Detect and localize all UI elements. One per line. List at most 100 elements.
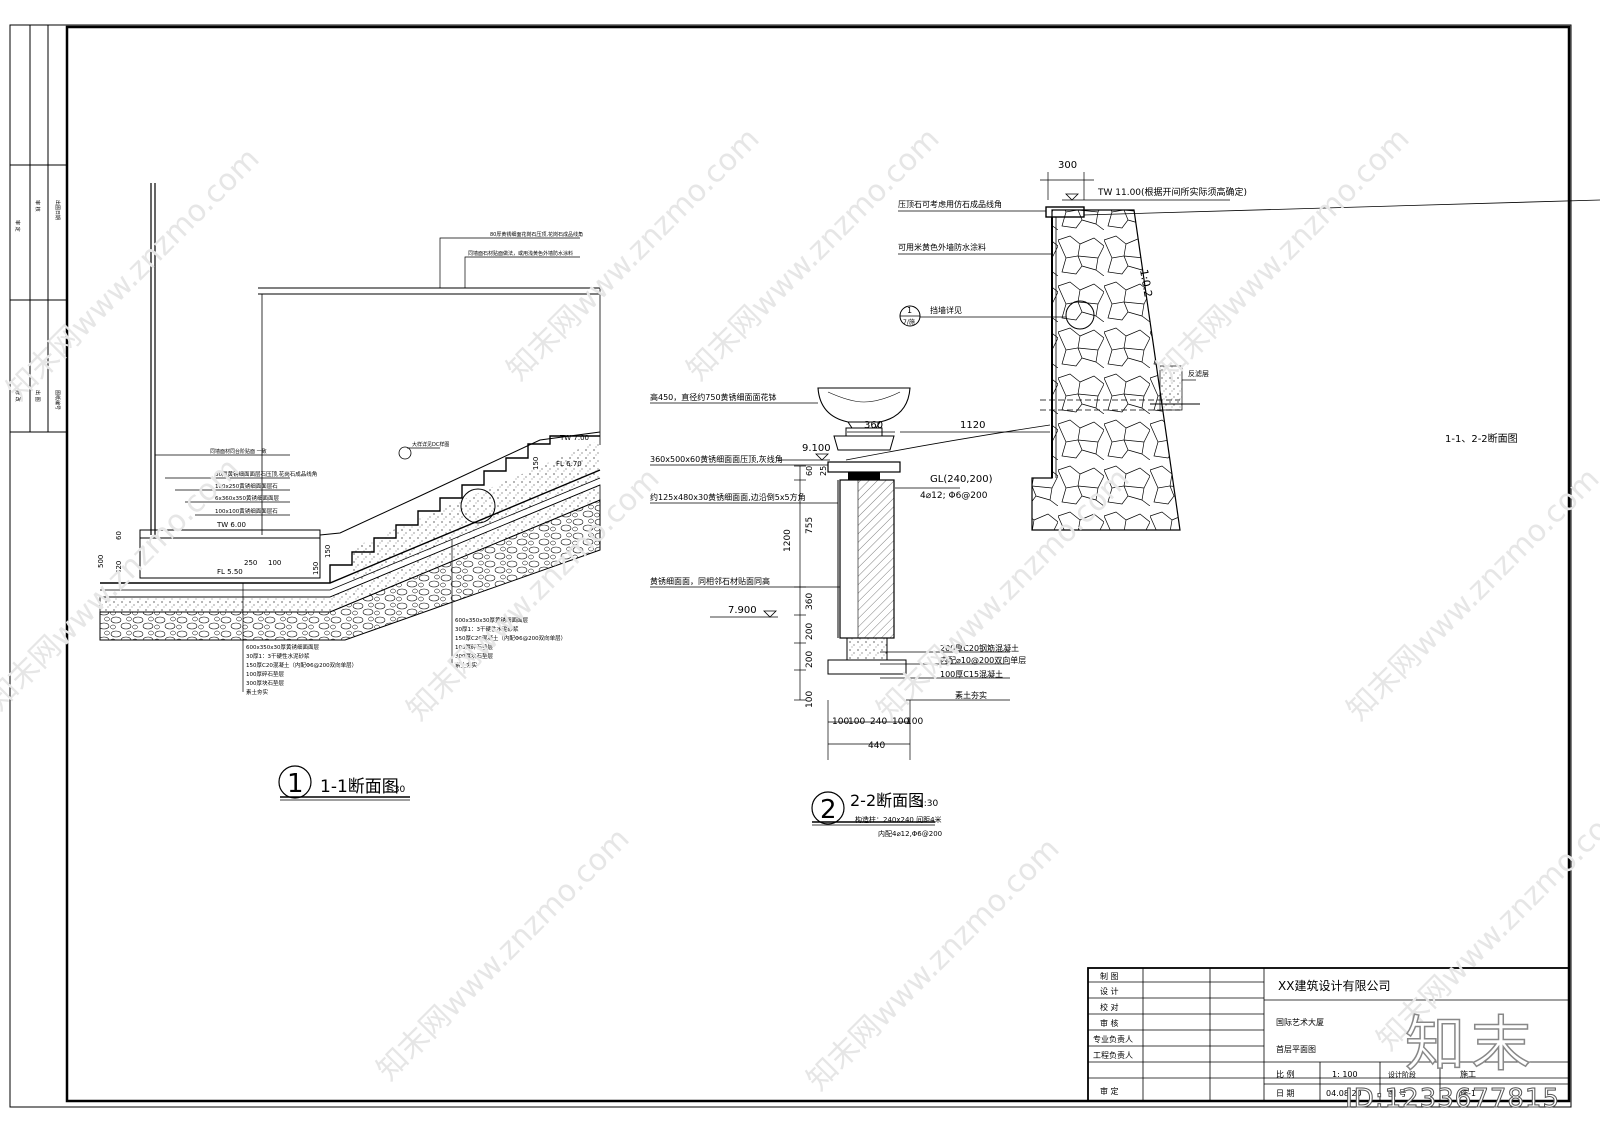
drawing-name: 首层平面图 — [1276, 1044, 1316, 1054]
section-2-footing-fill — [847, 638, 887, 660]
strip-label: 图纸编号 — [54, 390, 61, 410]
dim-span: 1120 — [960, 420, 985, 431]
wall-slope: 1:0.2 — [1137, 268, 1155, 298]
beam-label: GL(240,200) — [930, 474, 993, 485]
level-fl-high: FL 6.70 — [556, 460, 582, 468]
id-mark: ID:1233677815 — [1345, 1084, 1560, 1115]
level-fl-low: FL 5.50 — [217, 568, 243, 576]
section-1-stair-fill — [352, 440, 600, 583]
strip-label: 审 定 — [14, 220, 21, 232]
retaining-wall-leaders — [898, 210, 1196, 381]
retaining-wall-labels: 300 TW 11.00(根据开间所实际须高确定) 压顶石可考虑用仿石成品线角 … — [898, 160, 1247, 378]
stage-value: 施工 — [1460, 1069, 1476, 1079]
callout-label: 6x360x350黄锈细面面层 — [215, 494, 280, 502]
section-1-labels: 80厚黄锈细面花岗石压顶,花岗石成品线角 同墙面石材贴面做法，或用浅黄色外墙防水… — [97, 231, 589, 801]
wall-detail-num: 1 — [907, 306, 912, 315]
section-1-gravel — [99, 499, 601, 641]
dim-h: 100 — [832, 717, 849, 727]
section-2-note: 内配4⌀12,Φ6@200 — [878, 829, 942, 838]
dim-label: 420 — [115, 561, 123, 574]
dim-label: 500 — [97, 555, 105, 568]
dim-h: 240 — [870, 717, 887, 727]
layer-label: 素土夯实 — [246, 688, 269, 696]
scale-label: 比 例 — [1276, 1069, 1295, 1079]
section-2-title: 2-2断面图 — [850, 791, 924, 810]
level-base: 7.900 — [728, 605, 757, 616]
level-top: 9.100 — [802, 443, 831, 454]
callout-label: 80厚黄锈细面面层石压顶,花岗石成品线角 — [215, 470, 317, 478]
layer-label: 600x350x30厚黄锈细面面层 — [246, 643, 320, 651]
wall-callout: 可用米黄色外墙防水涂料 — [898, 242, 986, 252]
sheet-outer-border — [9, 24, 1572, 1108]
wall-backfill: 反滤层 — [1188, 369, 1209, 378]
dim-v: 100 — [805, 691, 815, 708]
side-note: 1-1、2-2断面图 — [1445, 432, 1518, 445]
section-2-number: 2 — [820, 795, 837, 825]
callout-label: 高450，直径约750黄锈细面面花钵 — [650, 392, 777, 402]
layers-right-list: 600x350x30厚黄锈细面面层 30厚1：3干硬性水泥砂浆 150厚C20混… — [455, 616, 566, 669]
dim-v: 25 — [819, 466, 828, 476]
callout-label: 100x100黄锈细面面层石 — [215, 507, 278, 515]
layer-label: 300厚块石垫层 — [455, 652, 493, 660]
layer-label: 30厚1：3干硬性水泥砂浆 — [455, 625, 519, 633]
dim-v: 200 — [805, 651, 815, 668]
callout-label: 黄锈细面面，同相邻石材贴面同高 — [650, 576, 770, 586]
dim-v: 1200 — [783, 529, 793, 552]
wall-callout: 挡墙详见 — [930, 305, 962, 315]
left-strip-labels: 审 定 审 核 出图日期 修 改 出 图 图纸编号 — [14, 200, 61, 410]
dim-v: 360 — [805, 593, 815, 610]
dim-v: 755 — [805, 517, 815, 534]
project-name: 国际艺术大厦 — [1276, 1017, 1324, 1027]
sheet-value: 施-1 — [1460, 1088, 1476, 1098]
dim-label: 150 — [312, 562, 320, 575]
retaining-wall-body — [1031, 209, 1181, 531]
callout-label: 同墙面材同台阶贴面 一致 — [210, 448, 267, 455]
retaining-wall-drawing — [1040, 172, 1600, 478]
section-1-scale: 1:30 — [385, 785, 405, 795]
callout-label: 80厚黄锈细面花岗石压顶,花岗石成品线角 — [490, 231, 583, 238]
section-2-number-circle — [811, 791, 845, 825]
dim-top-width: 360 — [864, 420, 883, 431]
layer-label: 150厚C20混凝土（内配Φ6@200双向单层） — [455, 634, 566, 642]
wall-callout: 压顶石可考虑用仿石成品线角 — [898, 199, 1002, 209]
layer-label: 150厚C20混凝土（内配Φ6@200双向单层） — [246, 661, 357, 669]
dim-label: 150 — [532, 457, 540, 470]
layer-label: 100厚碎石垫层 — [246, 670, 284, 678]
title-block-grid — [1087, 967, 1570, 1102]
role-label: 专业负责人 — [1093, 1034, 1133, 1044]
footing-label: 100厚C15混凝土 — [940, 669, 1003, 679]
level-tw-high: TW 7.00 — [559, 434, 589, 442]
brand-logo: 知末 — [1404, 1009, 1537, 1081]
role-label: 审 核 — [1100, 1018, 1119, 1028]
dim-label: 100 — [268, 559, 281, 567]
dim-total: 440 — [868, 741, 885, 751]
backfill-fill — [1160, 366, 1182, 410]
date-value: 04.08.20 — [1326, 1089, 1362, 1098]
section-1-leaders — [155, 237, 580, 692]
callout-label: 同墙面石材贴面做法，或用浅黄色外墙防水涂料 — [468, 250, 573, 257]
callout-label: 360x500x60黄锈细面面压顶,灰线角 — [650, 454, 783, 464]
stage-label: 设计阶段 — [1388, 1070, 1416, 1079]
callout-label: 100x250黄锈细面面层石 — [215, 482, 278, 490]
role-label: 设 计 — [1100, 986, 1119, 996]
layer-label: 300厚块石垫层 — [246, 679, 284, 687]
detail-ref-label: 大样详见DC样图 — [412, 441, 449, 448]
dim-label: 250 — [244, 559, 257, 567]
wall-level: TW 11.00(根据开间所实际须高确定) — [1097, 186, 1247, 198]
dim-label: 150 — [324, 545, 332, 558]
sheet-inner-border — [65, 25, 1571, 1103]
section-1-title: 1-1断面图 — [320, 777, 399, 797]
role-label: 校 对 — [1100, 1002, 1119, 1012]
role-label: 制 图 — [1100, 971, 1119, 981]
layers-left-list: 600x350x30厚黄锈细面面层 30厚1：3干硬性水泥砂浆 150厚C20混… — [246, 643, 357, 696]
callout-label: 约125x480x30黄锈细面面,边沿倒5x5方角 — [650, 492, 806, 502]
layer-label: 素土夯实 — [455, 661, 478, 669]
footing-label: 素土夯实 — [955, 690, 987, 700]
beam-rebar: 4⌀12; Φ6@200 — [920, 491, 988, 501]
section-2-scale: 1:30 — [918, 799, 938, 809]
sheet-label: 图 号 — [1388, 1089, 1407, 1098]
wall-detail-sheet: 7/施 — [903, 318, 915, 326]
strip-label: 出 图 — [34, 390, 41, 402]
layer-label: 30厚1：3干硬性水泥砂浆 — [246, 652, 310, 660]
